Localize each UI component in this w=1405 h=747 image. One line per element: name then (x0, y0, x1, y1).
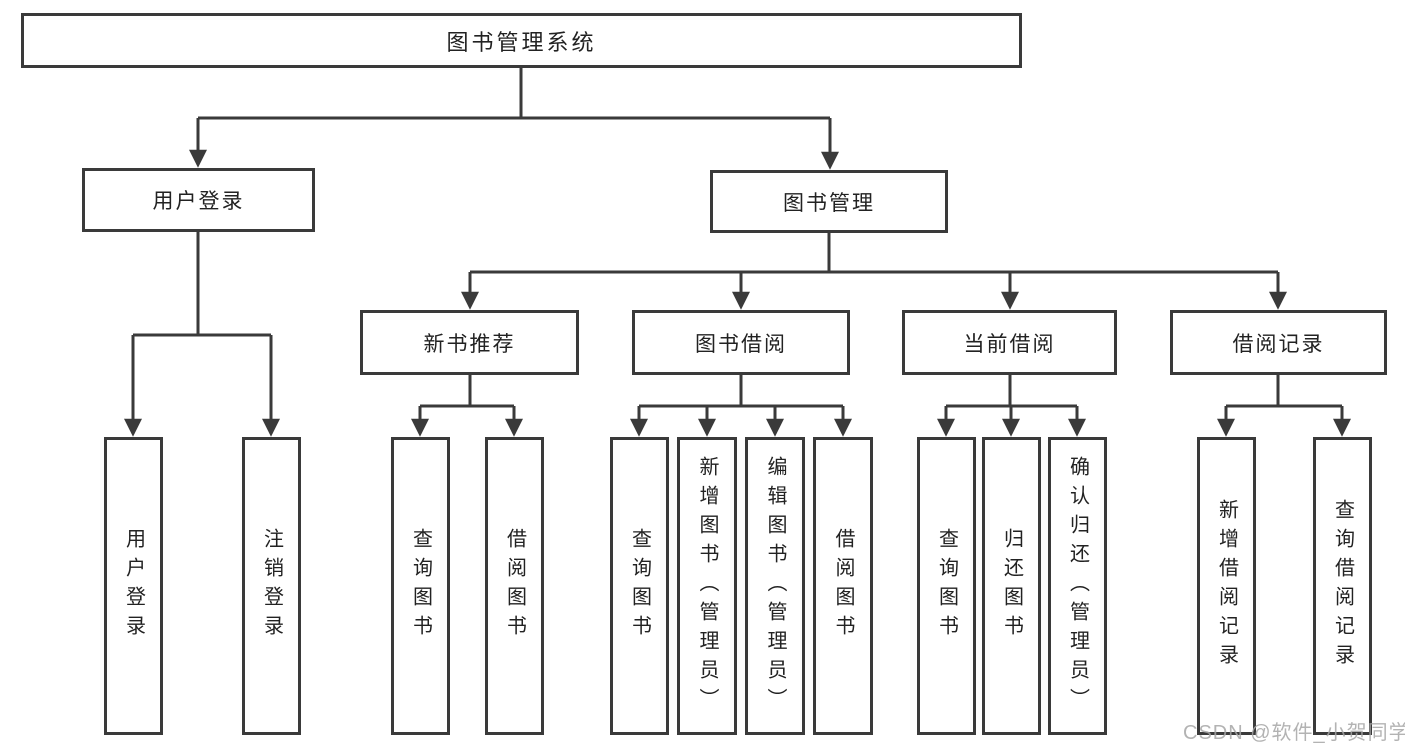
node-leaf-query-books-3-label: 查询图书 (935, 528, 958, 644)
connector-current-borrow-children (937, 375, 1086, 437)
watermark: CSDN @软件_小贺同学 (1183, 722, 1405, 744)
node-leaf-query-books-2-label: 查询图书 (628, 528, 651, 644)
node-root-label: 图书管理系统 (446, 29, 597, 55)
node-leaf-add-books: 新增图书（管理员） (677, 437, 737, 735)
node-borrow-records-label: 借阅记录 (1232, 332, 1325, 356)
node-new-book-rec: 新书推荐 (360, 310, 579, 375)
node-leaf-query-books-2: 查询图书 (610, 437, 669, 735)
node-book-mgmt-label: 图书管理 (783, 191, 875, 215)
node-leaf-query-books-1: 查询图书 (391, 437, 450, 735)
node-leaf-add-borrow-record-label: 新增借阅记录 (1215, 499, 1238, 673)
node-leaf-user-login-label: 用户登录 (122, 528, 145, 644)
connector-borrow-records-children (1217, 375, 1351, 437)
node-current-borrow-label: 当前借阅 (963, 332, 1056, 356)
node-leaf-edit-books: 编辑图书（管理员） (745, 437, 805, 735)
node-leaf-confirm-return: 确认归还（管理员） (1048, 437, 1107, 735)
node-leaf-return-books-label: 归还图书 (1000, 528, 1023, 644)
node-current-borrow: 当前借阅 (902, 310, 1117, 375)
node-leaf-logout: 注销登录 (242, 437, 301, 735)
node-borrow-records: 借阅记录 (1170, 310, 1387, 375)
node-leaf-logout-label: 注销登录 (260, 528, 283, 644)
connector-book-mgmt-children (461, 233, 1287, 310)
node-leaf-query-books-1-label: 查询图书 (409, 528, 432, 644)
node-leaf-edit-books-label: 编辑图书（管理员） (764, 455, 786, 717)
node-book-borrow-label: 图书借阅 (695, 332, 787, 356)
node-leaf-query-borrow-record: 查询借阅记录 (1313, 437, 1372, 735)
node-leaf-return-books: 归还图书 (982, 437, 1041, 735)
node-new-book-rec-label: 新书推荐 (423, 332, 516, 356)
node-leaf-add-borrow-record: 新增借阅记录 (1197, 437, 1256, 735)
node-leaf-confirm-return-label: 确认归还（管理员） (1066, 455, 1089, 717)
node-leaf-query-books-3: 查询图书 (917, 437, 976, 735)
node-user-login: 用户登录 (82, 168, 315, 232)
connector-user-login-children (124, 232, 280, 437)
connector-root-to-level2 (189, 68, 839, 170)
connector-book-borrow-children (630, 375, 852, 437)
node-leaf-borrow-books-1: 借阅图书 (485, 437, 544, 735)
node-leaf-borrow-books-2: 借阅图书 (813, 437, 873, 735)
node-root: 图书管理系统 (21, 13, 1022, 68)
node-leaf-add-books-label: 新增图书（管理员） (696, 455, 718, 717)
node-leaf-borrow-books-2-label: 借阅图书 (832, 528, 854, 644)
node-book-borrow: 图书借阅 (632, 310, 850, 375)
node-leaf-user-login: 用户登录 (104, 437, 163, 735)
node-leaf-borrow-books-1-label: 借阅图书 (503, 528, 526, 644)
node-book-mgmt: 图书管理 (710, 170, 948, 233)
node-leaf-query-borrow-record-label: 查询借阅记录 (1331, 499, 1354, 673)
connector-new-book-rec-children (411, 375, 523, 437)
node-user-login-label: 用户登录 (152, 190, 245, 213)
